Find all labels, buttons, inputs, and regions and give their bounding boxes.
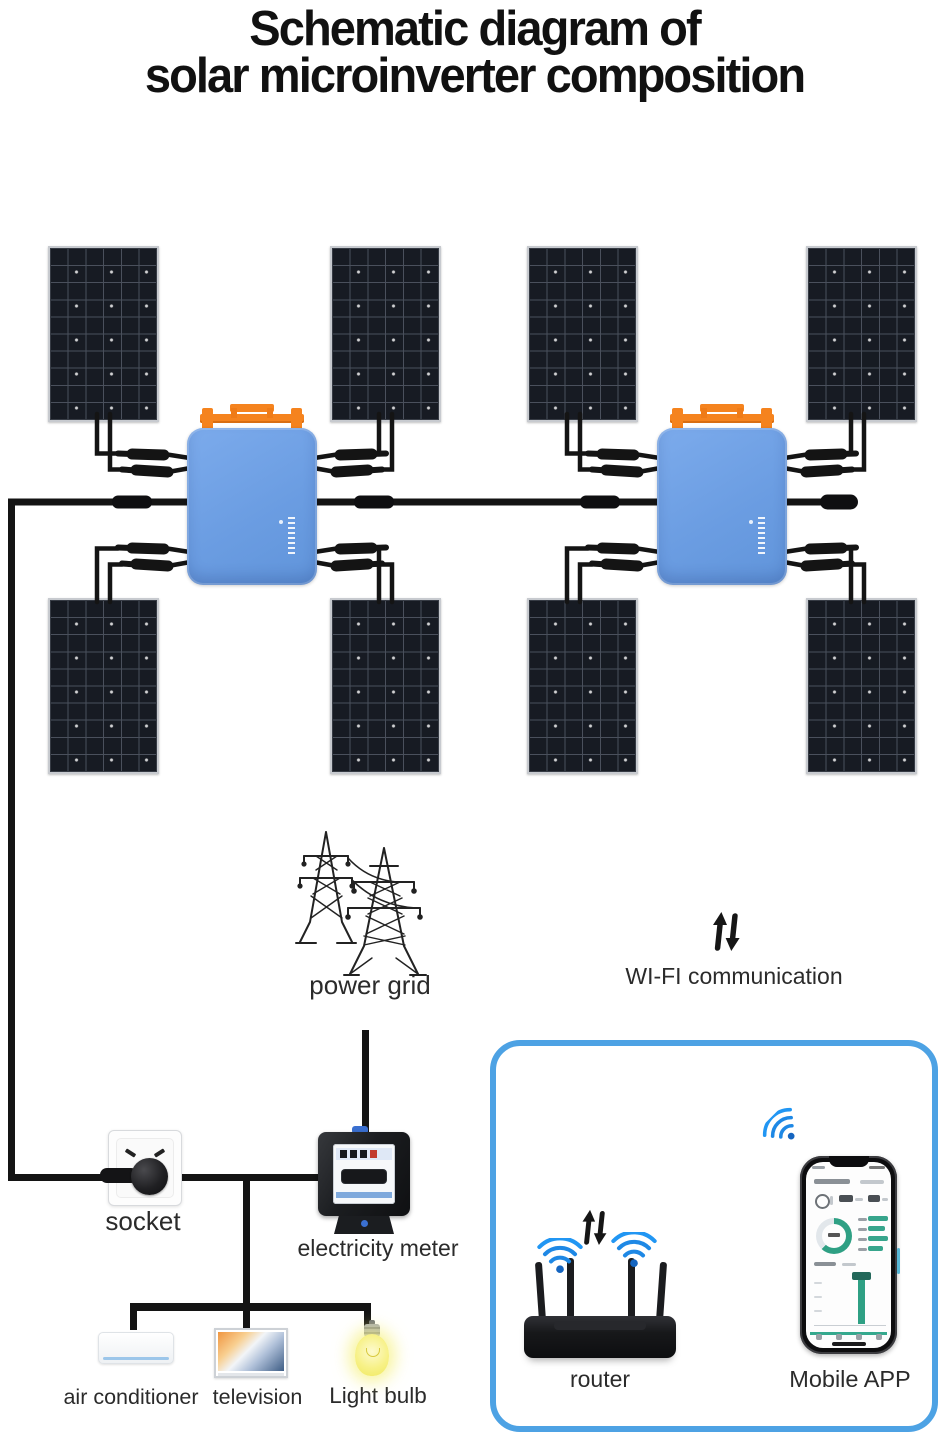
electricity-meter-icon bbox=[318, 1126, 410, 1236]
solar-panel-4 bbox=[806, 246, 917, 422]
power-grid-towers-icon bbox=[292, 826, 452, 986]
solar-panel-8 bbox=[806, 598, 917, 774]
wifi-communication-label: WI-FI communication bbox=[625, 963, 843, 989]
app-screen bbox=[806, 1162, 891, 1348]
page-title: Schematic diagram of solar microinverter… bbox=[19, 2, 930, 103]
light-bulb-label: Light bulb bbox=[329, 1383, 427, 1408]
smartphone-icon bbox=[800, 1156, 900, 1354]
ac-trunk-connectors bbox=[112, 494, 858, 510]
solar-panel-2 bbox=[330, 246, 441, 422]
wifi-icon bbox=[762, 1107, 795, 1140]
air-conditioner-icon bbox=[98, 1332, 174, 1364]
solar-panel-7 bbox=[527, 598, 638, 774]
solar-panel-5 bbox=[48, 598, 159, 774]
mobile-app-label: Mobile APP bbox=[789, 1366, 911, 1392]
title-line-2: solar microinverter composition bbox=[144, 49, 806, 103]
television-label: television bbox=[212, 1385, 303, 1409]
mounting-bracket-2 bbox=[670, 402, 774, 432]
microinverter-2 bbox=[657, 428, 787, 585]
solar-panel-3 bbox=[527, 246, 638, 422]
router-icon bbox=[524, 1316, 676, 1358]
microinverter-1 bbox=[187, 428, 317, 585]
inverter-logo bbox=[288, 514, 295, 554]
solar-panel-1 bbox=[48, 246, 159, 422]
inverter-logo bbox=[758, 514, 765, 554]
television-icon bbox=[214, 1328, 288, 1378]
wifi-zone-box bbox=[490, 1040, 938, 1432]
air-conditioner-label: air conditioner bbox=[63, 1385, 199, 1409]
mounting-bracket-1 bbox=[200, 402, 304, 432]
title-line-1: Schematic diagram of bbox=[249, 2, 701, 56]
light-bulb-icon bbox=[352, 1320, 392, 1382]
socket-label: socket bbox=[105, 1206, 181, 1236]
updown-arrows-icon bbox=[713, 912, 740, 951]
wifi-icon bbox=[611, 1232, 657, 1268]
solar-panel-6 bbox=[330, 598, 441, 774]
wifi-icon bbox=[537, 1238, 583, 1274]
plug-cable bbox=[100, 1168, 138, 1183]
router-label: router bbox=[569, 1366, 631, 1392]
updown-arrows-icon bbox=[582, 1209, 607, 1245]
electricity-meter-label: electricity meter bbox=[297, 1235, 459, 1261]
ac-trunk-cable bbox=[8, 498, 838, 1334]
plug-icon bbox=[131, 1158, 168, 1195]
